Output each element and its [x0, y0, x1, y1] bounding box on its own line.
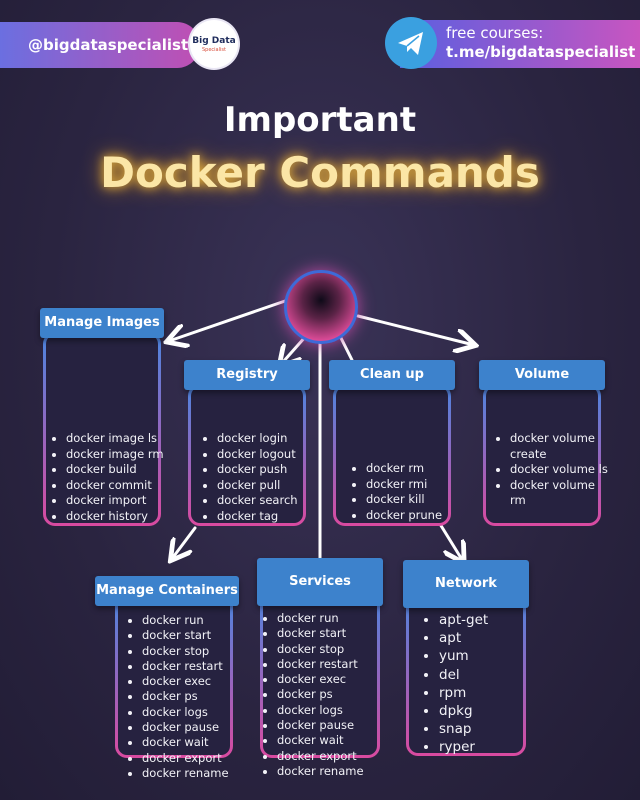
arrow-to-registry — [283, 334, 308, 362]
list-item: docker import — [66, 493, 178, 509]
list-item: docker wait — [142, 735, 272, 750]
list-manage-images: docker image ls docker image rm docker b… — [50, 431, 178, 524]
list-item: docker export — [142, 751, 272, 766]
list-item: docker search — [217, 493, 321, 509]
card-volume: docker volume create docker volume ls do… — [483, 384, 608, 526]
list-item: docker volume create — [510, 431, 614, 462]
card-title-manage-containers: Manage Containers — [95, 576, 239, 606]
arrow-to-network — [438, 522, 461, 558]
arrow-to-cleanup — [338, 334, 354, 362]
list-item: docker tag — [217, 509, 321, 525]
list-item: docker ps — [277, 687, 407, 702]
list-item: snap — [439, 720, 539, 738]
list-item: docker pull — [217, 478, 321, 494]
list-item: docker start — [277, 626, 407, 641]
list-item: docker exec — [142, 674, 272, 689]
list-item: docker commit — [66, 478, 178, 494]
arrow-to-manage-containers — [174, 526, 197, 556]
list-item: docker stop — [277, 642, 407, 657]
list-item: docker rename — [142, 766, 272, 781]
card-title-registry: Registry — [184, 360, 310, 390]
card-title-network: Network — [403, 560, 529, 608]
list-item: docker logs — [142, 705, 272, 720]
list-item: docker kill — [366, 492, 466, 508]
list-item: apt-get — [439, 611, 539, 629]
courses-link[interactable]: t.me/bigdataspecialist — [446, 43, 636, 61]
card-manage-containers: docker run docker start docker stop dock… — [115, 594, 233, 780]
bigdata-logo: Big Data Specialist — [190, 20, 238, 68]
list-item: del — [439, 666, 539, 684]
list-item: yum — [439, 647, 539, 665]
list-manage-containers: docker run docker start docker stop dock… — [126, 613, 272, 781]
list-item: docker image rm — [66, 447, 178, 463]
card-cleanup: docker rm docker rmi docker kill docker … — [333, 384, 451, 526]
list-item: docker login — [217, 431, 321, 447]
telegram-icon[interactable] — [385, 17, 437, 69]
logo-subtext: Specialist — [202, 47, 226, 53]
list-item: docker push — [217, 462, 321, 478]
list-item: docker wait — [277, 733, 407, 748]
docker-hub-circle — [284, 270, 358, 344]
list-item: docker start — [142, 628, 272, 643]
arrow-to-volume — [356, 314, 470, 344]
card-manage-images: docker image ls docker image rm docker b… — [43, 332, 164, 526]
list-item: docker image ls — [66, 431, 178, 447]
list-item: docker restart — [277, 657, 407, 672]
card-services: docker run docker start docker stop dock… — [260, 590, 380, 778]
list-item: docker exec — [277, 672, 407, 687]
list-item: docker build — [66, 462, 178, 478]
list-item: docker stop — [142, 644, 272, 659]
list-item: docker ps — [142, 689, 272, 704]
list-item: docker restart — [142, 659, 272, 674]
card-network: apt-get apt yum del rpm dpkg snap ryper — [406, 592, 526, 756]
list-item: apt — [439, 629, 539, 647]
list-item: docker prune — [366, 508, 466, 524]
list-item: docker run — [142, 613, 272, 628]
card-registry: docker login docker logout docker push d… — [188, 384, 306, 526]
title-line-1: Important — [223, 100, 417, 140]
list-volume: docker volume create docker volume ls do… — [494, 431, 614, 509]
handle-banner — [0, 22, 200, 68]
list-network: apt-get apt yum del rpm dpkg snap ryper — [419, 611, 539, 757]
list-item: docker logs — [277, 703, 407, 718]
title-line-2: Docker Commands — [100, 148, 540, 197]
arrow-to-manage-images — [172, 298, 290, 340]
list-item: rpm — [439, 684, 539, 702]
list-item: docker export — [277, 749, 407, 764]
list-item: ryper — [439, 738, 539, 756]
card-title-manage-images: Manage Images — [40, 308, 164, 338]
list-services: docker run docker start docker stop dock… — [261, 611, 407, 779]
list-item: dpkg — [439, 702, 539, 720]
list-item: docker run — [277, 611, 407, 626]
list-item: docker history — [66, 509, 178, 525]
list-item: docker volume ls — [510, 462, 614, 478]
card-title-cleanup: Clean up — [329, 360, 455, 390]
list-registry: docker login docker logout docker push d… — [201, 431, 321, 524]
handle-text[interactable]: @bigdataspecialist — [28, 36, 189, 54]
list-item: docker rmi — [366, 477, 466, 493]
card-title-volume: Volume — [479, 360, 605, 390]
list-item: docker pause — [277, 718, 407, 733]
courses-label: free courses: — [446, 24, 544, 42]
list-cleanup: docker rm docker rmi docker kill docker … — [350, 461, 466, 523]
list-item: docker logout — [217, 447, 321, 463]
list-item: docker rm — [366, 461, 466, 477]
logo-text: Big Data — [192, 36, 236, 46]
card-title-services: Services — [257, 558, 383, 606]
courses-banner — [400, 20, 640, 68]
list-item: docker pause — [142, 720, 272, 735]
list-item: docker volume rm — [510, 478, 614, 509]
list-item: docker rename — [277, 764, 407, 779]
